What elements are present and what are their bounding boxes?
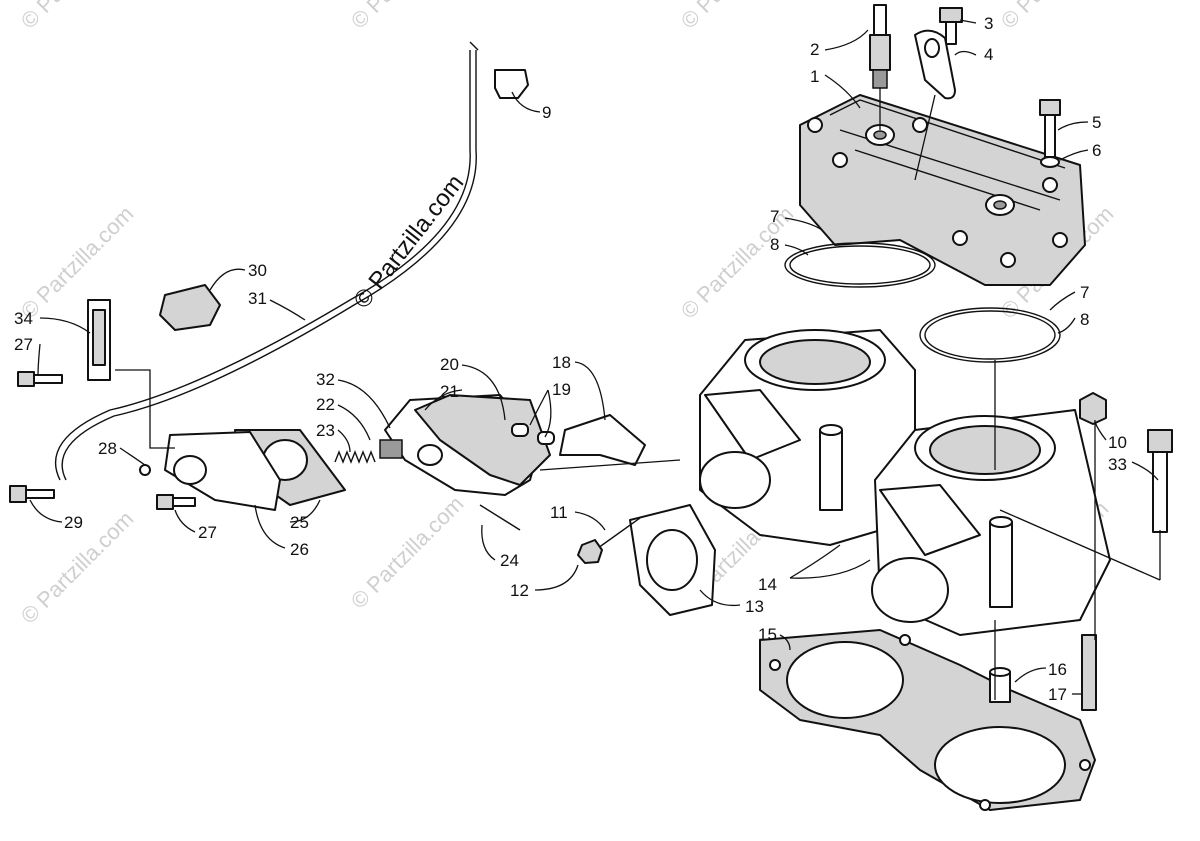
spark-plug bbox=[869, 4, 891, 130]
callout-14: 14 bbox=[758, 575, 777, 594]
callout-3: 3 bbox=[984, 14, 993, 33]
leader-lines bbox=[29, 19, 1159, 695]
callout-18: 18 bbox=[552, 353, 571, 372]
long-bolt bbox=[1147, 429, 1173, 533]
callout-23: 23 bbox=[316, 421, 335, 440]
callout-30: 30 bbox=[248, 261, 267, 280]
callout-24: 24 bbox=[500, 551, 519, 570]
callout-27-lower: 27 bbox=[198, 523, 217, 542]
exhaust-nut bbox=[577, 539, 603, 564]
o-ring-upper-inner bbox=[789, 245, 931, 285]
callout-6: 6 bbox=[1092, 141, 1101, 160]
callout-5: 5 bbox=[1092, 113, 1101, 132]
small-bolt bbox=[17, 371, 63, 387]
callout-29: 29 bbox=[64, 513, 83, 532]
callout-28: 28 bbox=[98, 439, 117, 458]
callout-4: 4 bbox=[984, 45, 993, 64]
callout-27-upper: 27 bbox=[14, 335, 33, 354]
exhaust-gasket bbox=[629, 504, 716, 616]
o-ring-upper bbox=[784, 242, 936, 288]
valve-piston bbox=[379, 439, 403, 459]
callout-8-upper: 8 bbox=[770, 235, 779, 254]
cable-clip bbox=[494, 69, 529, 99]
callout-16: 16 bbox=[1048, 660, 1067, 679]
callout-20: 20 bbox=[440, 355, 459, 374]
callout-15: 15 bbox=[758, 625, 777, 644]
callout-1: 1 bbox=[810, 67, 819, 86]
control-cable bbox=[55, 41, 479, 481]
valve-gasket bbox=[414, 394, 551, 486]
head-bolt bbox=[1039, 99, 1061, 168]
callout-7-upper: 7 bbox=[770, 207, 779, 226]
cylinder-head bbox=[799, 94, 1086, 286]
callout-32: 32 bbox=[316, 370, 335, 389]
callout-labels: 1 2 3 4 5 6 7 8 7 8 9 10 11 12 13 14 15 … bbox=[14, 14, 1127, 704]
base-gasket bbox=[759, 629, 1096, 811]
callout-8-lower: 8 bbox=[1080, 310, 1089, 329]
watermark-text: © Partzilla.com bbox=[996, 0, 1119, 34]
cable-sheath bbox=[159, 284, 221, 331]
cylinder-front bbox=[871, 409, 1111, 636]
dowel-pin bbox=[989, 667, 1011, 703]
o-ring-lower bbox=[919, 307, 1061, 363]
valve-blade bbox=[559, 414, 646, 466]
callout-2: 2 bbox=[810, 40, 819, 59]
callout-26: 26 bbox=[290, 540, 309, 559]
watermark-text: © Partzilla.com bbox=[676, 201, 799, 324]
cylinder-rear bbox=[699, 329, 916, 546]
watermark-text: © Partzilla.com bbox=[16, 0, 139, 34]
watermark-text: © Partzilla.com bbox=[346, 491, 469, 614]
flange-nut bbox=[1079, 392, 1107, 425]
valve-pins bbox=[511, 423, 555, 445]
callout-10: 10 bbox=[1108, 433, 1127, 452]
head-bolt-small bbox=[939, 7, 963, 45]
callout-13: 13 bbox=[745, 597, 764, 616]
watermark-text: © Partzilla.com bbox=[676, 0, 799, 34]
callout-12: 12 bbox=[510, 581, 529, 600]
cylinder-stud bbox=[1081, 634, 1097, 711]
lift-bracket bbox=[914, 29, 956, 181]
small-bolt bbox=[156, 494, 196, 510]
small-bolt bbox=[9, 485, 55, 503]
callout-19: 19 bbox=[552, 380, 571, 399]
callout-25: 25 bbox=[290, 513, 309, 532]
callout-17: 17 bbox=[1048, 685, 1067, 704]
callout-21: 21 bbox=[440, 382, 459, 401]
callout-9: 9 bbox=[542, 103, 551, 122]
intake-adapter bbox=[164, 431, 281, 511]
callout-33: 33 bbox=[1108, 455, 1127, 474]
valve-spring bbox=[334, 450, 376, 464]
callout-31: 31 bbox=[248, 289, 267, 308]
valve-screw bbox=[479, 504, 521, 531]
watermark-center-text: © Partzilla.com bbox=[348, 170, 469, 314]
callout-22: 22 bbox=[316, 395, 335, 414]
connection-lines bbox=[115, 369, 1161, 700]
watermark-text: © Partzilla.com bbox=[16, 201, 139, 324]
o-ring-lower-inner bbox=[924, 310, 1056, 360]
washer bbox=[139, 464, 151, 476]
watermark-text: © Partzilla.com bbox=[346, 0, 469, 34]
callout-34: 34 bbox=[14, 309, 33, 328]
cable-bracket bbox=[87, 299, 111, 381]
callout-11: 11 bbox=[550, 503, 568, 522]
exhaust-stud bbox=[597, 517, 641, 549]
callout-7-lower: 7 bbox=[1080, 283, 1089, 302]
